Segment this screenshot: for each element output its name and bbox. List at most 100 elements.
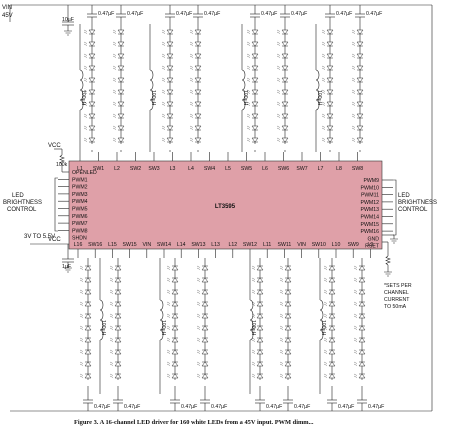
led-light-arrows xyxy=(246,77,251,82)
led-light-arrows xyxy=(189,53,194,58)
led-light-arrows xyxy=(112,137,117,142)
led-light-arrows xyxy=(83,113,88,118)
led-light-arrows xyxy=(279,373,284,378)
cap-value: 0.47µF xyxy=(294,404,310,410)
led-light-arrows xyxy=(196,301,201,306)
ic-top-pin-label: L5 xyxy=(225,166,231,172)
led-light-arrows xyxy=(251,265,256,270)
led xyxy=(251,29,259,35)
led xyxy=(328,301,336,307)
led-light-arrows xyxy=(353,301,358,306)
led xyxy=(251,137,259,143)
rset-resistor xyxy=(385,255,391,266)
led-light-arrows xyxy=(196,361,201,366)
ic-bottom-pin-label: SW11 xyxy=(278,242,292,248)
led-light-arrows xyxy=(196,313,201,318)
led-light-arrows xyxy=(83,29,88,34)
led-light-arrows xyxy=(276,77,281,82)
led xyxy=(201,361,209,367)
ic-bottom-pin-label: SW16 xyxy=(88,242,102,248)
led xyxy=(84,361,92,367)
led-light-arrows xyxy=(323,301,328,306)
led-light-arrows xyxy=(166,361,171,366)
led xyxy=(194,113,202,119)
led-light-arrows xyxy=(161,41,166,46)
cap-value: 0.47µF xyxy=(261,11,277,17)
ic-left-pin-label: SHDN xyxy=(72,236,87,242)
led xyxy=(117,29,125,35)
led xyxy=(194,137,202,143)
led-light-arrows xyxy=(189,41,194,46)
led xyxy=(284,373,292,379)
led-light-arrows xyxy=(279,337,284,342)
led-light-arrows xyxy=(279,265,284,270)
ic-body xyxy=(68,160,383,250)
led-light-arrows xyxy=(79,325,84,330)
led xyxy=(88,77,96,83)
led-light-arrows xyxy=(251,349,256,354)
led-light-arrows xyxy=(112,41,117,46)
led xyxy=(84,349,92,355)
ic-left-pin-label: PWM2 xyxy=(72,185,88,191)
ic-bottom-pin-label: SW15 xyxy=(123,242,137,248)
ic-bottom-pin-label: SW13 xyxy=(191,242,205,248)
led xyxy=(356,113,364,119)
led-light-arrows xyxy=(323,277,328,282)
led-light-arrows xyxy=(112,101,117,106)
led xyxy=(201,277,209,283)
vcc-in-value: 3V TO 5.5V xyxy=(24,234,55,240)
led xyxy=(201,301,209,307)
led-light-arrows xyxy=(353,265,358,270)
led xyxy=(84,265,92,271)
led-light-arrows xyxy=(79,337,84,342)
led xyxy=(194,125,202,131)
led-light-arrows xyxy=(321,113,326,118)
led xyxy=(356,65,364,71)
led xyxy=(284,325,292,331)
inductor xyxy=(79,69,84,111)
led-light-arrows xyxy=(323,337,328,342)
ic-bottom-pin-label: L11 xyxy=(263,242,271,248)
ic-top-pin-label: SW4 xyxy=(204,166,215,172)
led xyxy=(166,41,174,47)
cap-value: 0.47µF xyxy=(338,404,354,410)
ground-symbol xyxy=(384,271,392,277)
led xyxy=(281,65,289,71)
led xyxy=(88,65,96,71)
cap-value: 0.47µF xyxy=(181,404,197,410)
ic-right-pin-label: GND xyxy=(367,236,379,242)
ic-top-pin-label: L1 xyxy=(77,166,83,172)
ic-top-pin-label: L4 xyxy=(188,166,194,172)
left-control-label: LED BRIGHTNESS CONTROL xyxy=(3,193,44,213)
led xyxy=(88,101,96,107)
led xyxy=(326,137,334,143)
rset-note-line-4: TO 50mA xyxy=(384,304,407,310)
led-light-arrows xyxy=(161,125,166,130)
led xyxy=(114,301,122,307)
led xyxy=(88,137,96,143)
led xyxy=(201,337,209,343)
led-light-arrows xyxy=(323,265,328,270)
led xyxy=(284,349,292,355)
led-light-arrows xyxy=(251,313,256,318)
led-light-arrows xyxy=(279,289,284,294)
ic-right-pin-label: PWM13 xyxy=(361,207,380,213)
ic-top-pin-label: SW3 xyxy=(148,166,159,172)
right-control-line-2: BRIGHTNESS xyxy=(398,200,437,206)
led-light-arrows xyxy=(323,373,328,378)
led xyxy=(284,301,292,307)
led-light-arrows xyxy=(323,325,328,330)
led xyxy=(358,289,366,295)
led xyxy=(117,101,125,107)
led-light-arrows xyxy=(189,29,194,34)
cap-value: 0.47µF xyxy=(366,11,382,17)
led xyxy=(256,265,264,271)
ic-bottom-pin-label: L16 xyxy=(74,242,83,248)
led-light-arrows xyxy=(166,349,171,354)
led xyxy=(328,277,336,283)
led-light-arrows xyxy=(321,89,326,94)
led-light-arrows xyxy=(83,89,88,94)
led-light-arrows xyxy=(112,125,117,130)
led-light-arrows xyxy=(353,325,358,330)
